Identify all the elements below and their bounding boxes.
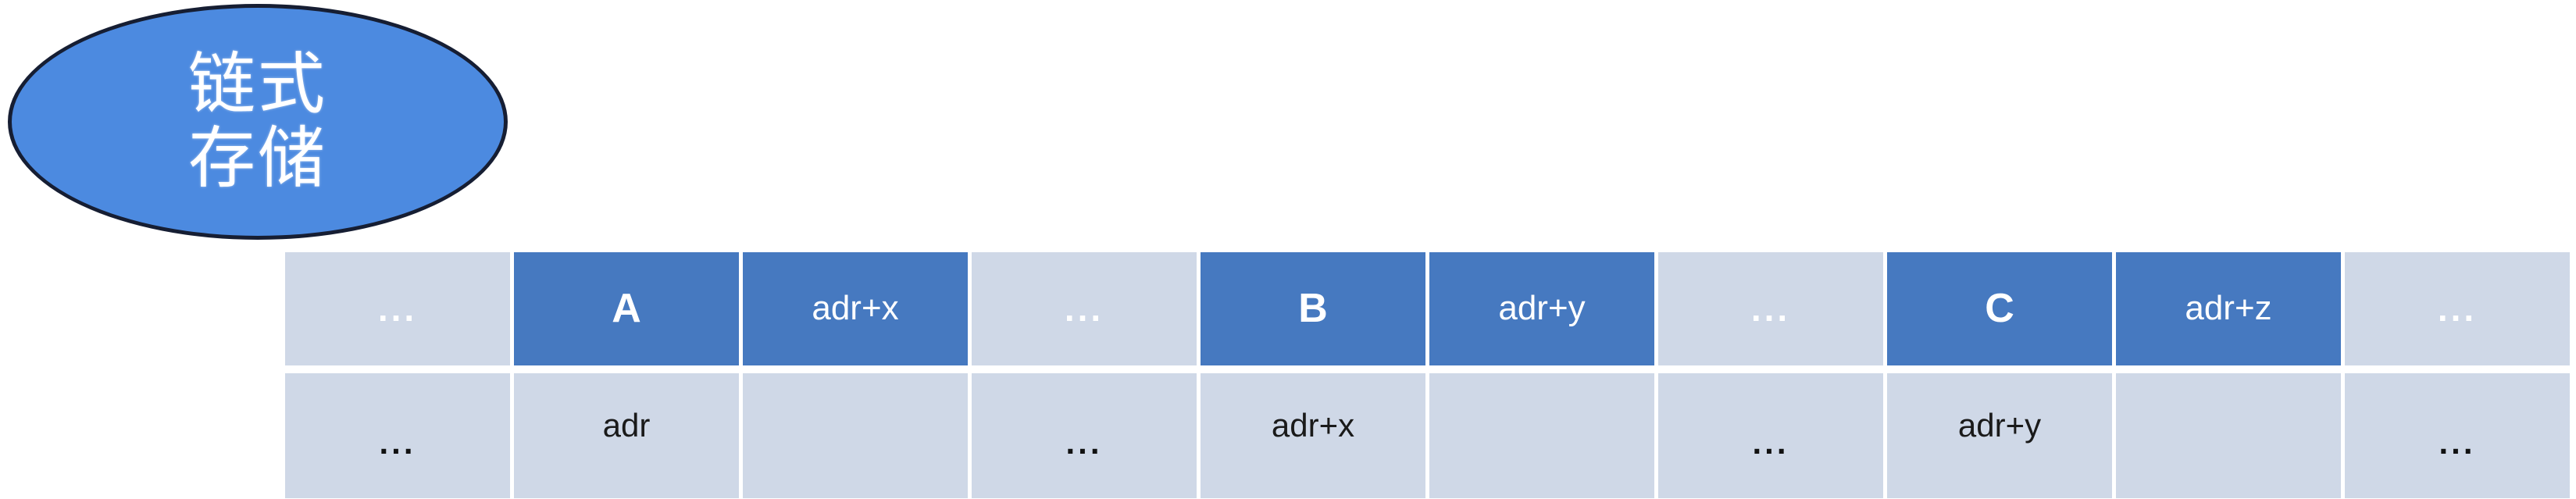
memory-cell-r1-c5	[1429, 373, 1654, 498]
memory-cell-r0-c6: ...	[1658, 252, 1883, 365]
memory-cell-label: ...	[1750, 287, 1791, 329]
memory-cell-r0-c8: adr+z	[2116, 252, 2341, 365]
memory-cell-r1-c6: ...	[1658, 373, 1883, 498]
memory-addresses-row: ... adr... adr+x... adr+y...	[285, 373, 2570, 498]
ellipse-label-line-1: 链式	[188, 47, 327, 123]
memory-cell-label: adr+x	[1271, 407, 1355, 444]
memory-cell-label: adr+z	[2185, 288, 2272, 327]
memory-cell-r1-c0: ...	[285, 373, 510, 498]
memory-cell-label: adr	[602, 407, 651, 444]
memory-cell-label: ...	[1752, 424, 1789, 461]
memory-cell-r1-c1: adr	[514, 373, 739, 498]
memory-cell-label: ...	[377, 287, 418, 329]
memory-cell-r1-c9: ...	[2345, 373, 2570, 498]
memory-cell-label: ...	[2437, 287, 2478, 329]
memory-cell-r1-c3: ...	[972, 373, 1197, 498]
memory-cell-label: B	[1298, 285, 1328, 331]
memory-cell-label: ...	[1064, 287, 1104, 329]
chained-storage-ellipse: 链式 存储	[8, 4, 508, 240]
memory-cell-r1-c8	[2116, 373, 2341, 498]
memory-cell-r0-c5: adr+y	[1429, 252, 1654, 365]
memory-cell-label: adr+y	[1957, 407, 2042, 444]
ellipse-label-line-2: 存储	[188, 121, 327, 196]
memory-cell-r1-c7: adr+y	[1887, 373, 2112, 498]
memory-cell-label: C	[1985, 285, 2014, 331]
memory-cell-label: ...	[379, 424, 416, 461]
memory-cell-r0-c7: C	[1887, 252, 2112, 365]
memory-cell-label: adr+y	[1498, 288, 1586, 327]
memory-cell-r0-c2: adr+x	[743, 252, 968, 365]
memory-cell-label: ...	[2439, 424, 2476, 461]
memory-cell-r0-c4: B	[1201, 252, 1425, 365]
memory-cell-r0-c0: ...	[285, 252, 510, 365]
memory-cell-label: A	[612, 285, 641, 331]
memory-cell-r1-c2	[743, 373, 968, 498]
memory-cell-label: adr+x	[812, 288, 899, 327]
memory-cell-label: ...	[1065, 424, 1103, 461]
memory-cell-r0-c1: A	[514, 252, 739, 365]
memory-cell-r0-c3: ...	[972, 252, 1197, 365]
memory-cell-r0-c9: ...	[2345, 252, 2570, 365]
memory-cell-r1-c4: adr+x	[1201, 373, 1425, 498]
